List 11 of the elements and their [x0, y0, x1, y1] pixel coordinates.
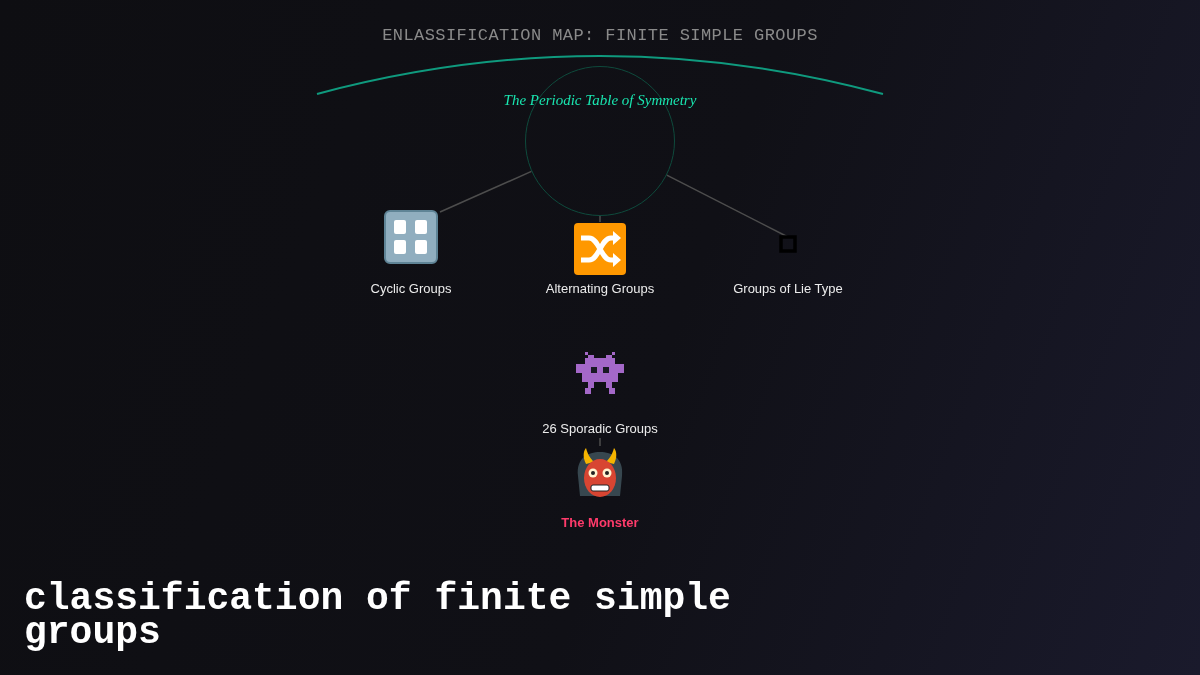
page-title: classification of finite simple groups	[24, 582, 732, 650]
hub-label: The Periodic Table of Symmetry	[502, 91, 698, 110]
node-label: The Monster	[561, 513, 639, 532]
connector-line	[599, 437, 601, 447]
node-label: 26 Sporadic Groups	[542, 419, 658, 438]
connector-line	[439, 170, 533, 213]
node-label: Groups of Lie Type	[733, 279, 843, 298]
heading: ENLASSIFICATION MAP: FINITE SIMPLE GROUPS	[381, 25, 819, 47]
connector-line	[599, 215, 601, 223]
node-label: Alternating Groups	[545, 279, 655, 298]
node-label: Cyclic Groups	[370, 279, 452, 298]
